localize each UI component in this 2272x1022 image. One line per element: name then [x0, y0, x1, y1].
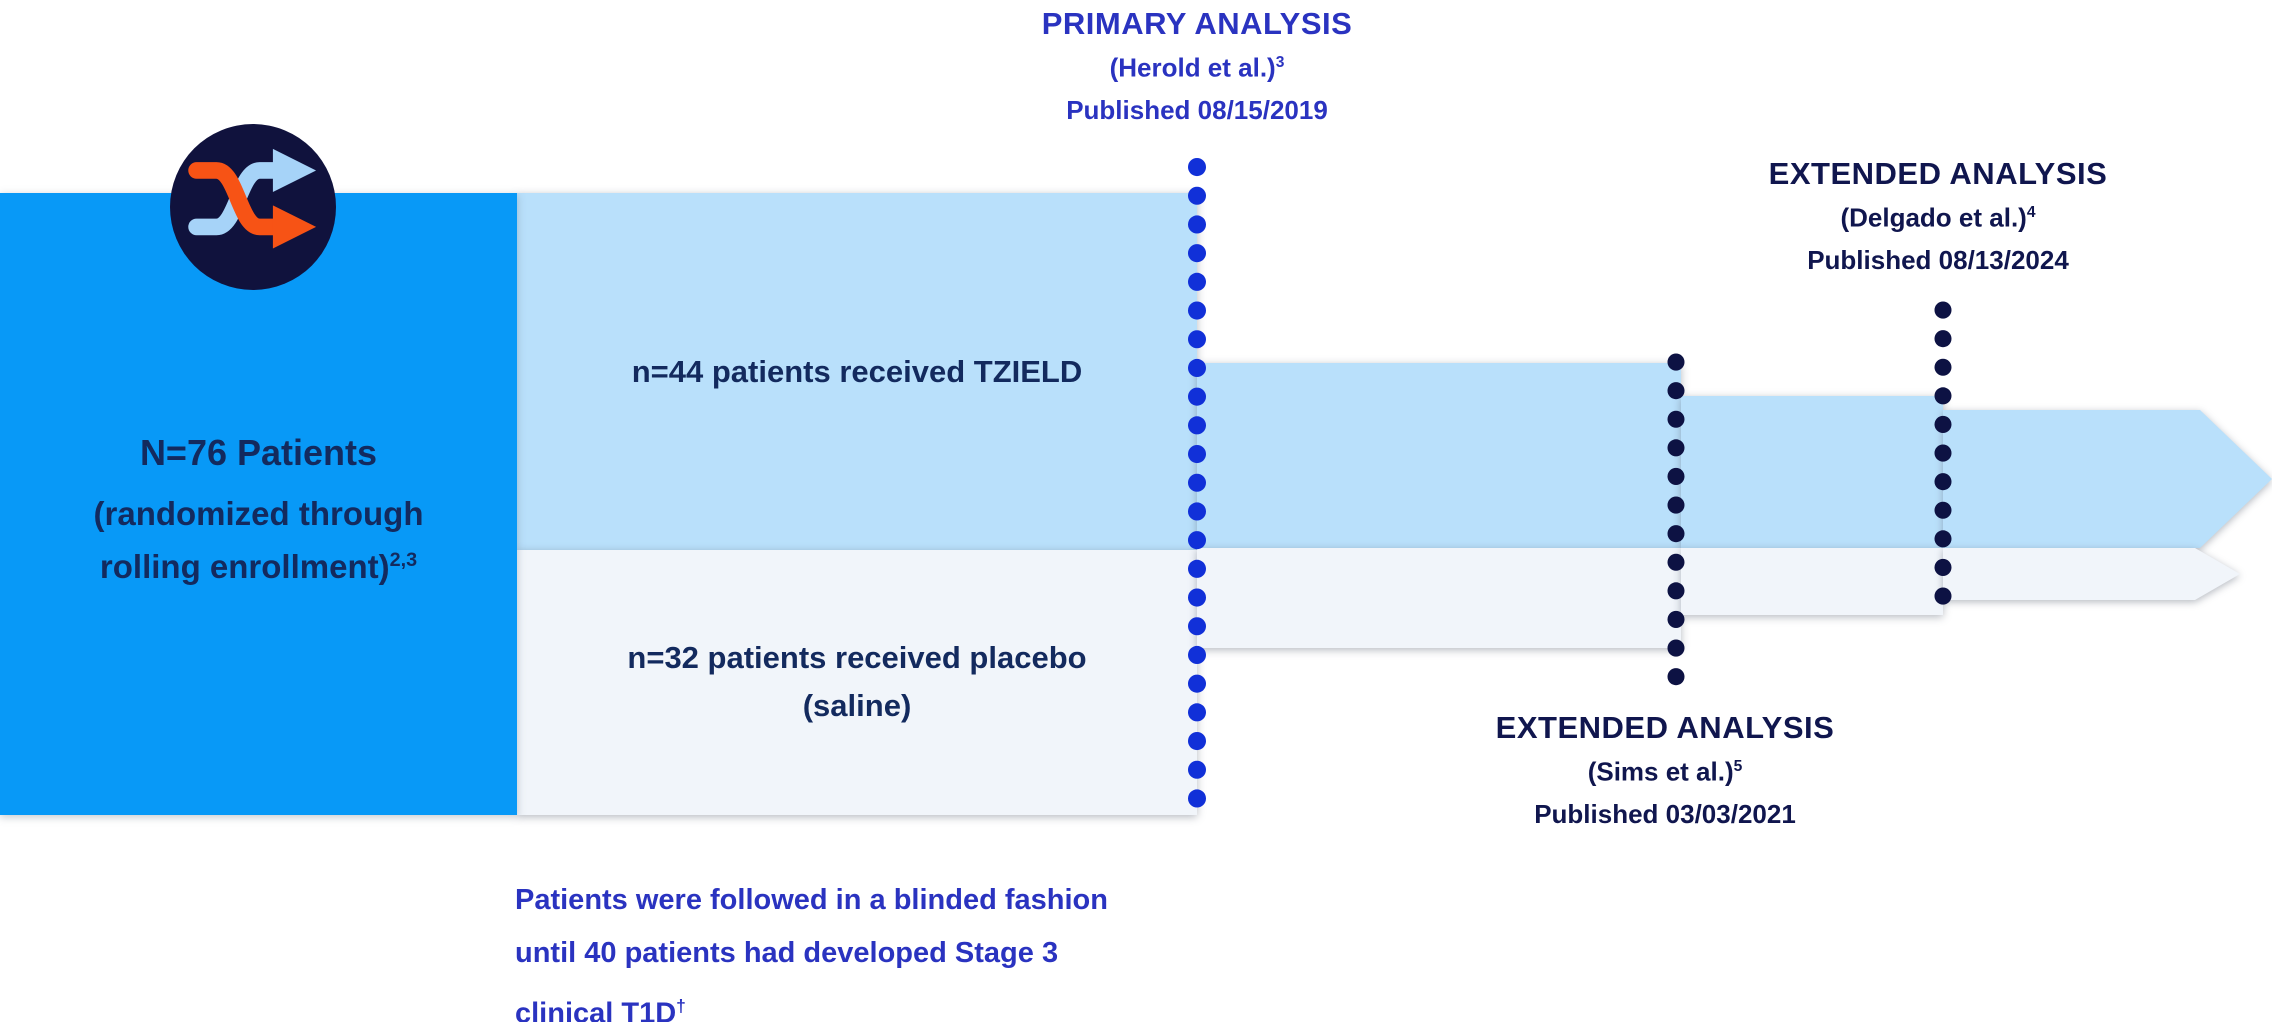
primary-analysis-title: PRIMARY ANALYSIS — [1041, 6, 1353, 41]
extended-analysis-delgado-published: Published 08/13/2024 — [1807, 244, 2069, 275]
tzield-bar-segment-1 — [517, 193, 1197, 550]
enrollment-detail-text: rolling enrollment) — [99, 548, 390, 585]
followup-footnote: Patients were followed in a blinded fash… — [515, 874, 1275, 1022]
extended-analysis-delgado-citation-superscript: 4 — [2026, 204, 2036, 221]
placebo-bar-label-line2: (saline) — [802, 688, 912, 723]
primary-analysis-citation-superscript: 3 — [1275, 54, 1285, 71]
placebo-bar-segment-2 — [1197, 548, 1681, 648]
followup-footnote-dagger-superscript: † — [676, 996, 686, 1016]
enrollment-box — [0, 193, 517, 815]
extended-analysis-sims-title: EXTENDED ANALYSIS — [1495, 710, 1835, 745]
extended-analysis-sims-citation-text: (Sims et al.) — [1587, 756, 1734, 787]
extended-analysis-sims-citation: (Sims et al.)5 — [1395, 746, 1935, 793]
extended-analysis-sims-label: EXTENDED ANALYSIS (Sims et al.)5 Publish… — [1395, 710, 1935, 835]
followup-footnote-line2: until 40 patients had developed Stage 3 — [515, 937, 1059, 969]
enrollment-count: N=76 Patients — [139, 432, 378, 473]
shuffle-blue-arrowhead — [272, 148, 317, 193]
tzield-bar-segment-2 — [1197, 363, 1681, 548]
followup-footnote-line3: clinical T1D† — [515, 980, 1275, 1022]
extended-analysis-sims-published: Published 03/03/2021 — [1534, 798, 1796, 829]
primary-analysis-citation-text: (Herold et al.) — [1109, 52, 1276, 83]
extended-analysis-delgado-citation-text: (Delgado et al.) — [1840, 202, 2027, 233]
tzield-bar-label: n=44 patients received TZIELD — [631, 354, 1083, 389]
extended-analysis-delgado-citation: (Delgado et al.)4 — [1668, 192, 2208, 239]
enrollment-detail-line1: (randomized through — [93, 495, 424, 532]
primary-analysis-published: Published 08/15/2019 — [1066, 94, 1328, 125]
followup-footnote-line1: Patients were followed in a blinded fash… — [515, 884, 1108, 916]
placebo-arrow-head — [1943, 548, 2240, 600]
enrollment-detail-line2: rolling enrollment)2,3 — [0, 537, 517, 590]
extended-analysis-delgado-label: EXTENDED ANALYSIS (Delgado et al.)4 Publ… — [1668, 156, 2208, 281]
tzield-arrow-head — [1943, 410, 2272, 548]
enrollment-reference-superscript: 2,3 — [389, 549, 418, 571]
primary-analysis-label: PRIMARY ANALYSIS (Herold et al.)3 Publis… — [927, 6, 1467, 131]
primary-analysis-citation: (Herold et al.)3 — [927, 42, 1467, 89]
shuffle-icon — [170, 124, 336, 290]
placebo-bar-segment-3 — [1681, 548, 1943, 615]
extended-analysis-delgado-title: EXTENDED ANALYSIS — [1768, 156, 2108, 191]
shuffle-orange-arrow — [188, 162, 285, 236]
followup-footnote-line3-text: clinical T1D — [515, 997, 677, 1022]
enrollment-text: N=76 Patients (randomized through rollin… — [0, 430, 517, 590]
tzield-bar-segment-3 — [1681, 396, 1943, 548]
extended-analysis-sims-citation-superscript: 5 — [1733, 758, 1743, 775]
placebo-bar-segment-1 — [517, 550, 1197, 815]
shuffle-orange-arrowhead — [272, 205, 317, 249]
placebo-bar-label-line1: n=32 patients received placebo — [627, 640, 1087, 675]
placebo-bar-label: n=32 patients received placebo (saline) — [517, 634, 1197, 730]
